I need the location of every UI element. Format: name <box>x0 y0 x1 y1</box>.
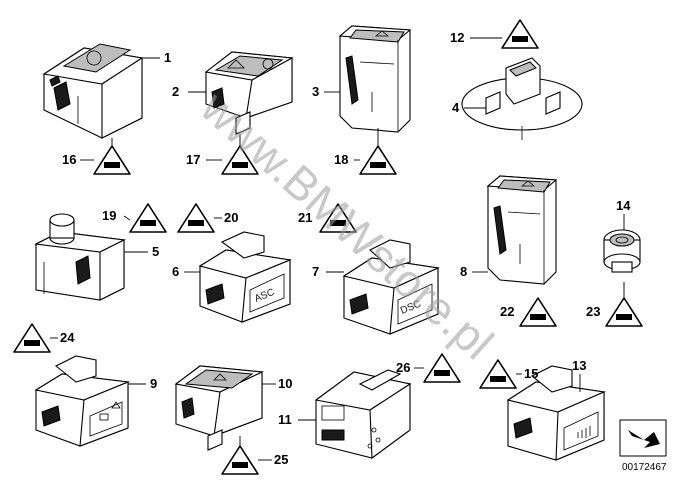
marker-24: 24 <box>13 323 75 353</box>
part-number-8: 8 <box>460 264 467 279</box>
part-6-asc-switch: ASC <box>198 231 293 323</box>
marker-number-15: 15 <box>524 366 538 381</box>
marker-number-22: 22 <box>500 304 514 319</box>
part-1-switch <box>42 43 144 139</box>
part-8-housing <box>486 175 558 285</box>
part-number-11: 11 <box>278 412 292 427</box>
marker-number-23: 23 <box>586 304 600 319</box>
part-number-10: 10 <box>278 376 292 391</box>
part-9-switch <box>34 355 131 447</box>
part-2-switch <box>204 51 294 135</box>
part-13-switch <box>506 365 606 461</box>
part-number-7: 7 <box>312 264 319 279</box>
arrow-icon <box>628 430 660 448</box>
part-number-5: 5 <box>152 244 159 259</box>
part-number-4: 4 <box>452 100 460 115</box>
part-number-9: 9 <box>150 376 157 391</box>
part-number-1: 1 <box>164 50 171 65</box>
doc-id: 00172467 <box>622 462 667 473</box>
marker-20: 20 <box>177 203 238 233</box>
part-number-13: 13 <box>572 358 586 373</box>
part-14-socket <box>603 229 641 273</box>
marker-21: 21 <box>298 203 357 233</box>
marker-number-26: 26 <box>396 360 410 375</box>
marker-number-20: 20 <box>224 210 238 225</box>
part-7-dsc-switch: DSC <box>342 239 440 335</box>
marker-19: 19 <box>102 203 167 233</box>
marker-26: 26 <box>396 353 461 383</box>
marker-23: 23 <box>586 282 643 327</box>
marker-number-25: 25 <box>274 452 288 467</box>
part-5-switch <box>34 213 126 301</box>
marker-number-16: 16 <box>62 152 76 167</box>
part-11-switch <box>314 369 412 460</box>
marker-22: 22 <box>500 297 557 327</box>
marker-18: 18 <box>334 145 397 175</box>
marker-number-17: 17 <box>186 152 200 167</box>
part-number-3: 3 <box>312 84 319 99</box>
part-number-14: 14 <box>616 198 631 213</box>
marker-16: 16 <box>62 145 131 175</box>
marker-25: 25 <box>221 445 288 475</box>
marker-12: 12 <box>450 19 539 49</box>
marker-number-21: 21 <box>298 210 312 225</box>
marker-number-24: 24 <box>60 330 75 345</box>
part-10-switch <box>174 365 265 451</box>
marker-15: 15 <box>479 359 538 389</box>
part-number-2: 2 <box>172 84 179 99</box>
part-number-6: 6 <box>172 264 179 279</box>
marker-number-12: 12 <box>450 30 464 45</box>
marker-17: 17 <box>186 145 259 175</box>
part-4-bracket <box>461 57 583 140</box>
marker-number-19: 19 <box>102 208 116 223</box>
part-3-housing <box>338 25 412 133</box>
doc-id-block: 00172467 <box>619 419 667 473</box>
marker-number-18: 18 <box>334 152 348 167</box>
